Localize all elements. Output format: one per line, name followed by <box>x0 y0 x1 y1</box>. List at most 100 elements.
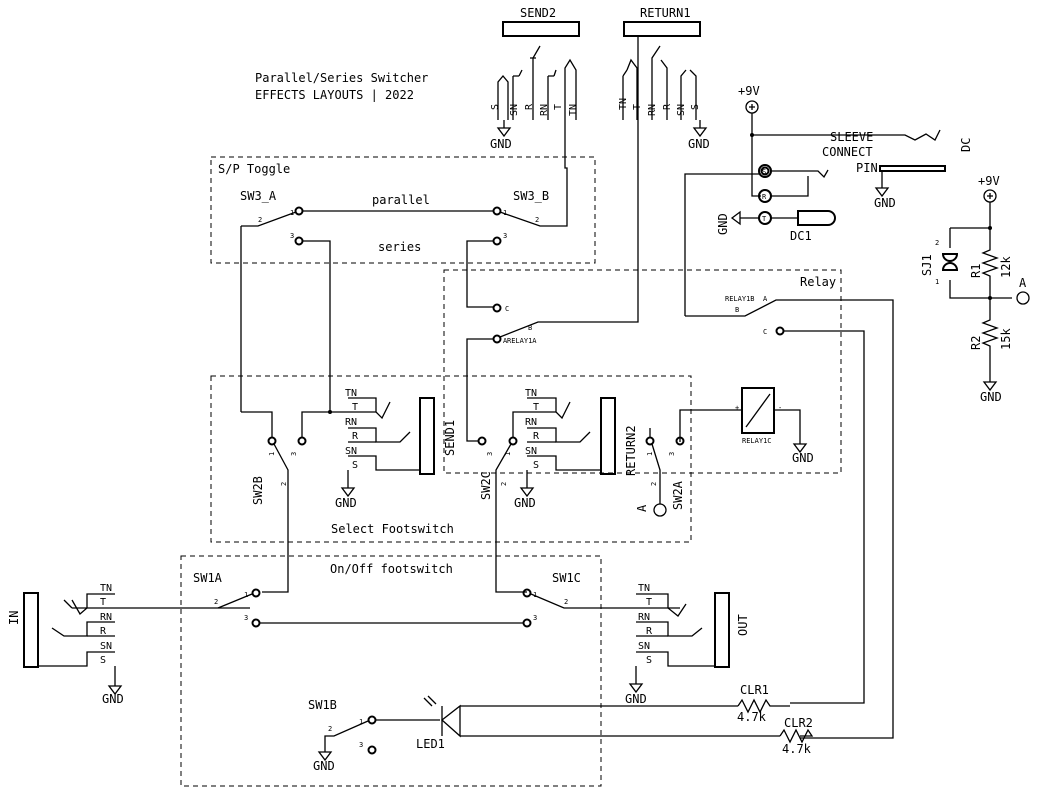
svg-text:1: 1 <box>244 591 248 599</box>
svg-text:+: + <box>735 404 739 412</box>
svg-text:3: 3 <box>359 741 363 749</box>
svg-text:SW1B: SW1B <box>308 698 337 712</box>
svg-text:S: S <box>490 104 501 110</box>
bias-network: +9V 2 1 SJ1 R1 12k A R2 15k GND <box>920 174 1030 404</box>
svg-text:A: A <box>503 337 508 345</box>
svg-text:2: 2 <box>935 239 939 247</box>
vcc-9v-dc: +9V <box>738 84 941 197</box>
svg-text:SN: SN <box>676 104 687 116</box>
svg-text:12k: 12k <box>999 256 1013 278</box>
group-relay-label: Relay <box>800 275 836 289</box>
svg-text:A: A <box>635 504 649 512</box>
svg-text:GND: GND <box>102 692 124 706</box>
svg-text:TN: TN <box>568 104 579 116</box>
svg-text:TN: TN <box>345 388 357 399</box>
led1: LED1 <box>416 695 780 751</box>
svg-text:R: R <box>646 626 653 637</box>
svg-text:SN: SN <box>345 446 357 457</box>
svg-text:PIN: PIN <box>856 161 878 175</box>
svg-text:3: 3 <box>244 614 248 622</box>
svg-text:S: S <box>100 655 106 666</box>
svg-text:GND: GND <box>874 196 896 210</box>
svg-text:2: 2 <box>258 216 262 224</box>
svg-text:T: T <box>646 597 652 608</box>
svg-text:2: 2 <box>650 482 658 486</box>
svg-text:TN: TN <box>100 583 112 594</box>
svg-text:+9V: +9V <box>978 174 1000 188</box>
return1-jack: RETURN1 TN T RN R SN S <box>618 6 701 120</box>
series-label: series <box>378 240 421 254</box>
svg-text:S: S <box>690 104 701 110</box>
svg-text:RN: RN <box>638 612 650 623</box>
group-onoff-footswitch: On/Off footswitch <box>180 555 602 787</box>
svg-text:SW1A: SW1A <box>193 571 223 585</box>
gnd-relay: GND <box>792 443 814 465</box>
svg-text:GND: GND <box>792 451 814 465</box>
svg-text:DC: DC <box>959 138 973 152</box>
sw2a-switch: 1 3 2 SW2A A <box>635 428 685 517</box>
svg-text:SJ1: SJ1 <box>920 254 934 276</box>
svg-text:TN: TN <box>618 98 629 110</box>
return1-label: RETURN1 <box>640 6 691 20</box>
svg-text:SN: SN <box>638 641 650 652</box>
svg-text:R1: R1 <box>969 264 983 278</box>
svg-text:SN: SN <box>100 641 112 652</box>
svg-text:B: B <box>735 306 739 314</box>
group-sp-toggle-label: S/P Toggle <box>218 162 290 176</box>
clr2-resistor: CLR2 4.7k <box>779 716 814 756</box>
svg-text:GND: GND <box>625 692 647 706</box>
svg-text:4.7k: 4.7k <box>782 742 812 756</box>
svg-text:T: T <box>352 402 358 413</box>
svg-text:A: A <box>763 295 768 303</box>
svg-text:-: - <box>778 404 782 412</box>
svg-text:T: T <box>100 597 106 608</box>
group-onoff-label: On/Off footswitch <box>330 562 453 576</box>
svg-text:15k: 15k <box>999 328 1013 350</box>
svg-text:2: 2 <box>328 725 332 733</box>
svg-text:2: 2 <box>500 482 508 486</box>
svg-text:SN: SN <box>509 104 520 116</box>
svg-text:RN: RN <box>525 417 537 428</box>
send1-jack: SEND1 TN T RN R SN S GND <box>335 388 457 510</box>
svg-text:TN: TN <box>638 583 650 594</box>
svg-text:2: 2 <box>280 482 288 486</box>
svg-text:T: T <box>533 402 539 413</box>
svg-text:CLR1: CLR1 <box>740 683 769 697</box>
sw3b-switch: SW3_B 1 3 2 <box>492 120 568 246</box>
svg-text:C: C <box>763 328 767 336</box>
svg-text:R: R <box>662 103 673 110</box>
dc-jack: DC SLEEVE CONNECT PIN GND S R T DC1 GND <box>716 130 973 243</box>
svg-text:DC1: DC1 <box>790 229 812 243</box>
svg-text:R: R <box>524 103 535 110</box>
svg-text:R: R <box>533 431 540 442</box>
svg-text:GND: GND <box>335 496 357 510</box>
title-line1: Parallel/Series Switcher <box>255 71 428 85</box>
in-jack: IN TN T RN R SN S GND <box>7 583 250 706</box>
svg-text:RN: RN <box>100 612 112 623</box>
sw1b-switch: SW1B 1 3 2 GND <box>308 698 440 773</box>
svg-text:RN: RN <box>345 417 357 428</box>
return2-jack: RETURN2 TN T RN R SN S GND <box>514 388 638 510</box>
svg-text:R2: R2 <box>969 336 983 350</box>
svg-text:R: R <box>352 431 359 442</box>
svg-text:GND: GND <box>980 390 1002 404</box>
gnd-send2: GND <box>490 120 512 151</box>
svg-text:2: 2 <box>564 598 568 606</box>
send2-label: SEND2 <box>520 6 556 20</box>
svg-text:3: 3 <box>290 232 294 240</box>
svg-text:RELAY1B: RELAY1B <box>725 295 755 303</box>
svg-text:GND: GND <box>688 137 710 151</box>
svg-text:SEND1: SEND1 <box>443 420 457 456</box>
svg-text:T: T <box>553 104 564 110</box>
title-line2: EFFECTS LAYOUTS | 2022 <box>255 88 414 102</box>
svg-text:S: S <box>533 460 539 471</box>
clr1-resistor: CLR1 4.7k <box>737 683 790 724</box>
svg-text:R: R <box>100 626 107 637</box>
svg-text:+9V: +9V <box>738 84 760 98</box>
svg-text:1: 1 <box>268 452 276 456</box>
group-relay: Relay <box>443 269 842 474</box>
svg-text:SW3_A: SW3_A <box>240 189 277 203</box>
svg-text:3: 3 <box>290 452 298 456</box>
svg-text:CONNECT: CONNECT <box>822 145 873 159</box>
